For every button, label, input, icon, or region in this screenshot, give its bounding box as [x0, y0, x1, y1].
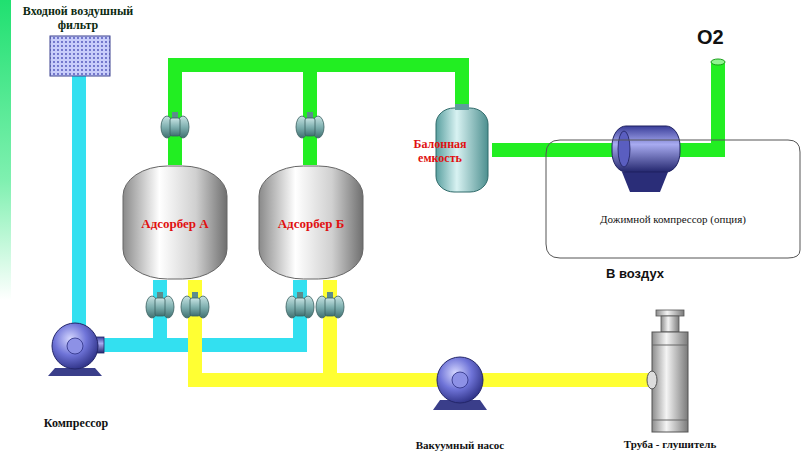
adsorber-vessel: Адсорбер Б: [258, 165, 364, 280]
node-label: Входной воздушный фильтр: [17, 4, 139, 35]
vacuum-pump-symbol: [433, 357, 487, 410]
compressor-node: Компрессор: [20, 318, 132, 430]
option-bracket: [546, 140, 800, 258]
pipe: [72, 76, 86, 318]
filter-box: [50, 36, 110, 76]
pipe: [492, 143, 568, 157]
node-label: Дожимной компрессор (опция): [600, 211, 746, 226]
outlet-label: О2: [697, 26, 724, 49]
node-label: Балонная емкость: [405, 135, 475, 166]
booster-compressor-symbol: [612, 126, 680, 192]
muffler-symbol: [647, 310, 688, 432]
outlet-cap: [711, 59, 725, 65]
node-label: Труба - глушитель: [624, 436, 716, 451]
buffer-tank-node: Балонная емкость: [388, 106, 492, 194]
side-bar: [0, 0, 11, 300]
booster-node: Дожимной компрессор (опция): [568, 118, 778, 226]
vent-label: В воздух: [606, 266, 664, 281]
node-label: Вакуумный насос: [416, 437, 504, 452]
node-label: Компрессор: [44, 414, 108, 430]
pipe: [195, 280, 405, 380]
adsorber-vessel: Адсорбер А: [122, 165, 228, 280]
filter-node: Входной воздушный фильтр: [13, 4, 143, 76]
pipe: [515, 373, 608, 387]
vacuum-pump-node: Вакуумный насос: [405, 352, 515, 452]
node-label: Адсорбер А: [141, 214, 208, 232]
node-label: Адсорбер Б: [278, 214, 345, 232]
pipe: [330, 280, 405, 380]
muffler-node: Труба - глушитель: [608, 305, 732, 451]
compressor-symbol: [48, 323, 104, 376]
pipe: [132, 280, 300, 345]
